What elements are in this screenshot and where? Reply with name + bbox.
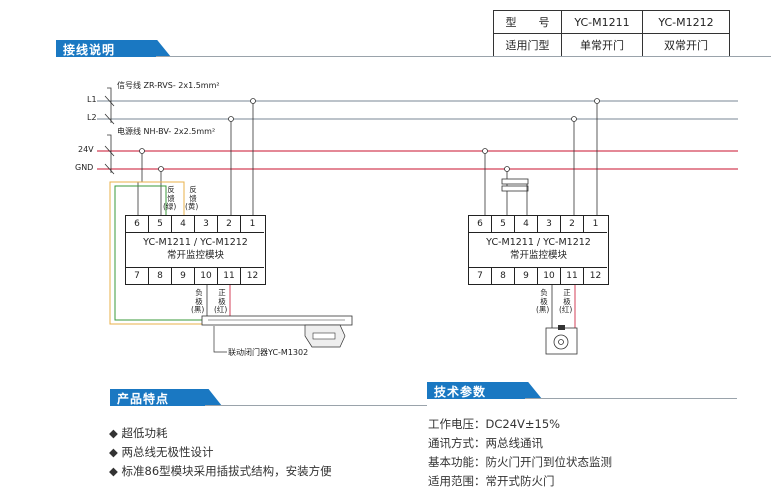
top-terminal-row: 6 5 4 3 2 1	[126, 216, 264, 233]
bus-label-gnd: GND	[75, 163, 94, 172]
bullet-icon: ◆	[109, 445, 122, 459]
top-terminal-row: 6 5 4 3 2 1	[469, 216, 607, 233]
tap-24v-right	[482, 148, 488, 154]
door-contact-lower	[501, 185, 529, 192]
terminal-7: 7	[126, 268, 149, 284]
terminal-8: 8	[149, 268, 172, 284]
feedback-green-wire	[114, 185, 203, 321]
door-closer-body	[201, 315, 353, 326]
module-model-label: YC-M1211 / YC-M1212	[486, 237, 591, 248]
spec-header-m1211: YC-M1211	[561, 10, 643, 34]
negative-label-right: 负 极 (黑)	[536, 288, 550, 314]
bottom-terminal-row: 7 8 9 10 11 12	[469, 267, 607, 284]
terminal-2: 2	[561, 216, 584, 232]
bus-label-l2: L2	[87, 113, 97, 122]
terminal-10: 10	[538, 268, 561, 284]
tech-param-item: 通讯方式：两总线通讯	[428, 436, 543, 450]
negative-label-left: 负 极 (黑)	[191, 288, 205, 314]
monitor-module-left: 6 5 4 3 2 1 YC-M1211 / YC-M1212 常开监控模块 7…	[125, 215, 266, 285]
terminal-3: 3	[195, 216, 218, 232]
monitor-module-right: 6 5 4 3 2 1 YC-M1211 / YC-M1212 常开监控模块 7…	[468, 215, 609, 285]
terminal-3: 3	[538, 216, 561, 232]
features-section-title: 产品特点	[117, 392, 170, 406]
feature-item: ◆ 超低功耗	[109, 426, 168, 440]
tech-param-item: 基本功能：防火门开门到位状态监测	[428, 455, 612, 469]
bottom-terminal-row: 7 8 9 10 11 12	[126, 267, 264, 284]
spec-header-model: 型 号	[493, 10, 562, 34]
terminal-9: 9	[172, 268, 195, 284]
terminal-10: 10	[195, 268, 218, 284]
terminal-9: 9	[515, 268, 538, 284]
bus-label-24v: 24V	[78, 145, 94, 154]
tech-section-title: 技术参数	[434, 385, 487, 399]
spec-door-type-label: 适用门型	[493, 33, 562, 57]
spec-header-row: 型 号 YC-M1211 YC-M1212	[493, 10, 730, 34]
terminal-2: 2	[218, 216, 241, 232]
positive-label-right: 正 极 (红)	[559, 288, 573, 314]
door-magnet-icon	[545, 327, 578, 355]
terminal-1: 1	[249, 219, 256, 229]
module-name-label: 常开监控模块	[509, 250, 567, 261]
tap-l2-right	[571, 116, 577, 122]
tap-gnd-left	[158, 166, 164, 172]
tap-l2-left	[228, 116, 234, 122]
bullet-icon: ◆	[109, 464, 122, 478]
power-cable-bracket	[107, 134, 112, 173]
power-cable-label: 电源线 NH-BV- 2x2.5mm²	[117, 127, 216, 136]
terminal-12: 12	[246, 271, 259, 281]
door-closer-label: 联动闭门器YC-M1302	[228, 348, 309, 357]
bullet-icon: ◆	[109, 426, 122, 440]
module-model-label: YC-M1211 / YC-M1212	[143, 237, 248, 248]
tap-l1-left	[250, 98, 256, 104]
bus-label-l1: L1	[87, 95, 97, 104]
door-contact-upper	[501, 178, 529, 185]
terminal-11: 11	[218, 268, 241, 284]
terminal-5: 5	[492, 216, 515, 232]
terminal-5: 5	[149, 216, 172, 232]
feedback-yellow-label: 反 馈 (黄)	[185, 185, 199, 211]
terminal-11: 11	[561, 268, 584, 284]
terminal-4: 4	[515, 216, 538, 232]
terminal-1: 1	[592, 219, 599, 229]
terminal-6: 6	[469, 216, 492, 232]
positive-label-left: 正 极 (红)	[214, 288, 228, 314]
tech-param-item: 适用范围：常开式防火门	[428, 474, 555, 488]
spec-door-double: 双常开门	[642, 33, 730, 57]
feature-item: ◆ 两总线无极性设计	[109, 445, 214, 459]
terminal-7: 7	[469, 268, 492, 284]
signal-cable-bracket	[107, 87, 112, 123]
module-name-label: 常开监控模块	[166, 250, 224, 261]
tap-gnd-right	[504, 166, 510, 172]
spec-door-row: 适用门型 单常开门 双常开门	[493, 33, 730, 57]
wiring-section-title: 接线说明	[63, 43, 116, 57]
spec-table: 型 号 YC-M1211 YC-M1212 适用门型 单常开门 双常开门	[493, 10, 730, 57]
terminal-6: 6	[126, 216, 149, 232]
tap-24v-left	[139, 148, 145, 154]
signal-cable-label: 信号线 ZR-RVS- 2x1.5mm²	[117, 81, 220, 90]
feedback-green-label: 反 馈 (绿)	[163, 185, 177, 211]
tap-l1-right	[594, 98, 600, 104]
feature-item: ◆ 标准86型模块采用插拔式结构，安装方便	[109, 464, 332, 478]
tech-param-item: 工作电压：DC24V±15%	[428, 417, 561, 431]
terminal-12: 12	[589, 271, 602, 281]
feedback-yellow-wire	[109, 181, 203, 325]
terminal-8: 8	[492, 268, 515, 284]
terminal-4: 4	[172, 216, 195, 232]
closer-callout	[213, 326, 227, 353]
